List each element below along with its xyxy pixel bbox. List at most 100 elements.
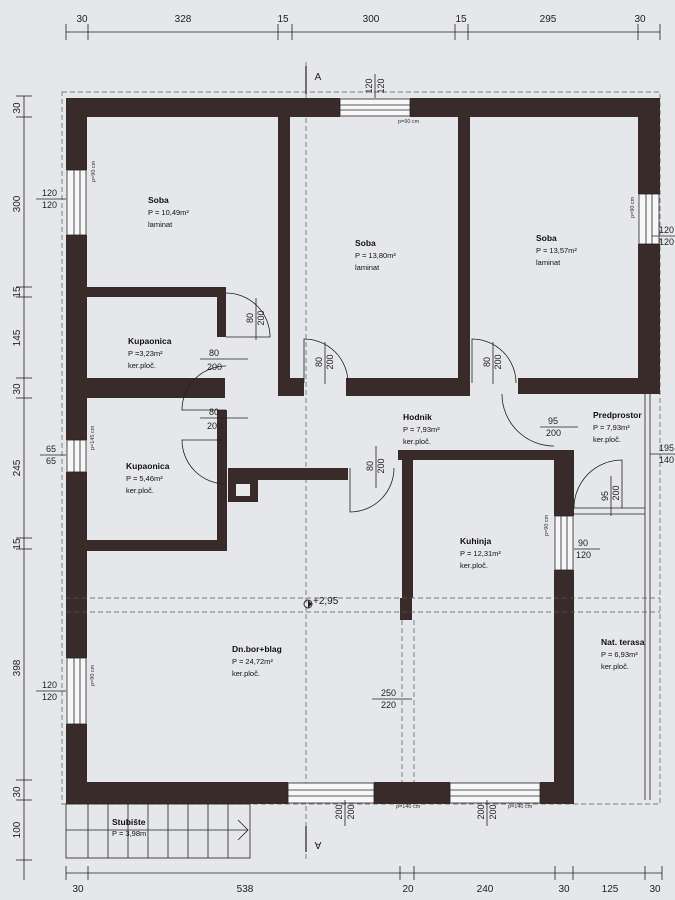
svg-text:P = 12,31m²: P = 12,31m² <box>460 549 501 558</box>
svg-text:Kupaonica: Kupaonica <box>126 461 170 471</box>
svg-text:120: 120 <box>42 680 57 690</box>
svg-text:195: 195 <box>659 443 674 453</box>
svg-text:P = 7,93m²: P = 7,93m² <box>403 425 440 434</box>
level-mark: +2,95 <box>303 596 339 609</box>
svg-text:P = 13,80m²: P = 13,80m² <box>355 251 396 260</box>
svg-text:80: 80 <box>482 357 492 367</box>
section-marker-top: A <box>315 72 322 83</box>
room-kupaonica-2: Kupaonica P = 5,46m² ker.ploč. <box>126 461 170 495</box>
section-line: A A <box>305 62 322 860</box>
svg-text:P = 6,93m²: P = 6,93m² <box>601 650 638 659</box>
svg-text:120: 120 <box>42 188 57 198</box>
left-dim-5: 30 <box>12 383 23 395</box>
svg-text:200: 200 <box>493 354 503 369</box>
left-dim-6: 245 <box>12 459 23 476</box>
svg-text:P = 3,98m: P = 3,98m <box>112 829 146 838</box>
left-dim-9: 30 <box>12 786 23 798</box>
left-dim-7: 15 <box>12 538 23 550</box>
svg-text:200: 200 <box>346 804 356 819</box>
staircase <box>65 803 251 859</box>
walls <box>66 98 660 804</box>
svg-text:P = 5,46m²: P = 5,46m² <box>126 474 163 483</box>
svg-text:200: 200 <box>488 804 498 819</box>
svg-text:p=90 cm: p=90 cm <box>90 664 96 686</box>
svg-text:P = 7,93m²: P = 7,93m² <box>593 423 630 432</box>
section-marker-bottom: A <box>314 839 321 850</box>
svg-text:200: 200 <box>611 485 621 500</box>
room-terasa: Nat. terasa P = 6,93m² ker.ploč. <box>601 637 645 671</box>
svg-text:ker.ploč.: ker.ploč. <box>126 486 154 495</box>
room-dnevni-boravak: Dn.bor+blag P = 24,72m² ker.ploč. <box>232 644 282 678</box>
left-dim-3: 15 <box>12 286 23 298</box>
top-dim-3: 15 <box>277 14 289 25</box>
svg-text:120: 120 <box>659 225 674 235</box>
bottom-dimension-chain: 30 538 20 240 30 125 30 <box>65 866 663 895</box>
svg-text:200: 200 <box>546 428 561 438</box>
room-soba-1: Soba P = 10,49m² laminat <box>148 195 189 229</box>
svg-text:65: 65 <box>46 444 56 454</box>
svg-text:Soba: Soba <box>536 233 557 243</box>
room-soba-3: Soba P = 13,57m² laminat <box>536 233 577 267</box>
svg-text:Kupaonica: Kupaonica <box>128 336 172 346</box>
svg-text:p=140 cm: p=140 cm <box>508 804 533 810</box>
svg-text:ker.ploč.: ker.ploč. <box>593 435 621 444</box>
svg-text:Predprostor: Predprostor <box>593 410 642 420</box>
left-dim-8: 398 <box>12 659 23 676</box>
svg-text:Stubište: Stubište <box>112 817 146 827</box>
svg-text:p=140 cm: p=140 cm <box>396 804 421 810</box>
room-labels: Soba P = 10,49m² laminat Soba P = 13,80m… <box>112 195 645 838</box>
svg-text:80: 80 <box>314 357 324 367</box>
svg-text:ker.ploč.: ker.ploč. <box>232 669 260 678</box>
top-dimension-chain: 30 328 15 300 15 295 30 <box>65 14 661 40</box>
bottom-dim-7: 30 <box>649 884 661 895</box>
room-kupaonica-1: Kupaonica P =3,23m² ker.ploč. <box>128 336 172 370</box>
svg-text:Dn.bor+blag: Dn.bor+blag <box>232 644 282 654</box>
svg-text:200: 200 <box>325 354 335 369</box>
svg-text:65: 65 <box>46 456 56 466</box>
svg-text:Soba: Soba <box>148 195 169 205</box>
svg-text:95: 95 <box>548 416 558 426</box>
left-dim-10: 100 <box>12 821 23 838</box>
bottom-dim-3: 20 <box>402 884 414 895</box>
room-hodnik: Hodnik P = 7,93m² ker.ploč. <box>403 412 440 446</box>
svg-text:p=90 cm: p=90 cm <box>91 160 97 182</box>
svg-text:200: 200 <box>376 458 386 473</box>
svg-text:90: 90 <box>578 538 588 548</box>
door-swings <box>181 292 623 513</box>
svg-text:120: 120 <box>42 200 57 210</box>
svg-text:200: 200 <box>476 804 486 819</box>
room-stubiste: Stubište P = 3,98m <box>112 817 146 838</box>
svg-text:120: 120 <box>376 78 386 93</box>
svg-text:80: 80 <box>209 407 219 417</box>
windows <box>66 98 660 804</box>
svg-text:120: 120 <box>659 237 674 247</box>
svg-text:p=145 cm: p=145 cm <box>90 425 96 450</box>
svg-text:P = 10,49m²: P = 10,49m² <box>148 208 189 217</box>
svg-text:80: 80 <box>365 461 375 471</box>
top-dim-4: 300 <box>363 14 380 25</box>
svg-text:200: 200 <box>207 362 222 372</box>
svg-text:80: 80 <box>245 313 255 323</box>
opening-labels: 120 120 p=90 cm 120 120 p=90 cm 65 65 p=… <box>36 74 675 826</box>
level-mark-label: +2,95 <box>313 596 339 607</box>
svg-text:ker.ploč.: ker.ploč. <box>460 561 488 570</box>
svg-text:Soba: Soba <box>355 238 376 248</box>
left-dim-1: 30 <box>12 102 23 114</box>
bottom-dim-1: 30 <box>72 884 84 895</box>
building-outline <box>61 91 661 805</box>
top-dim-2: 328 <box>175 14 192 25</box>
svg-text:ker.ploč.: ker.ploč. <box>403 437 431 446</box>
svg-text:120: 120 <box>576 550 591 560</box>
left-dim-2: 300 <box>12 195 23 212</box>
left-dim-4: 145 <box>12 329 23 346</box>
svg-text:laminat: laminat <box>536 258 561 267</box>
svg-text:Hodnik: Hodnik <box>403 412 432 422</box>
bottom-dim-6: 125 <box>602 884 619 895</box>
svg-text:ker.ploč.: ker.ploč. <box>128 361 156 370</box>
svg-text:p=90 cm: p=90 cm <box>398 119 420 125</box>
svg-text:P = 13,57m²: P = 13,57m² <box>536 246 577 255</box>
svg-text:80: 80 <box>209 348 219 358</box>
svg-text:200: 200 <box>334 804 344 819</box>
